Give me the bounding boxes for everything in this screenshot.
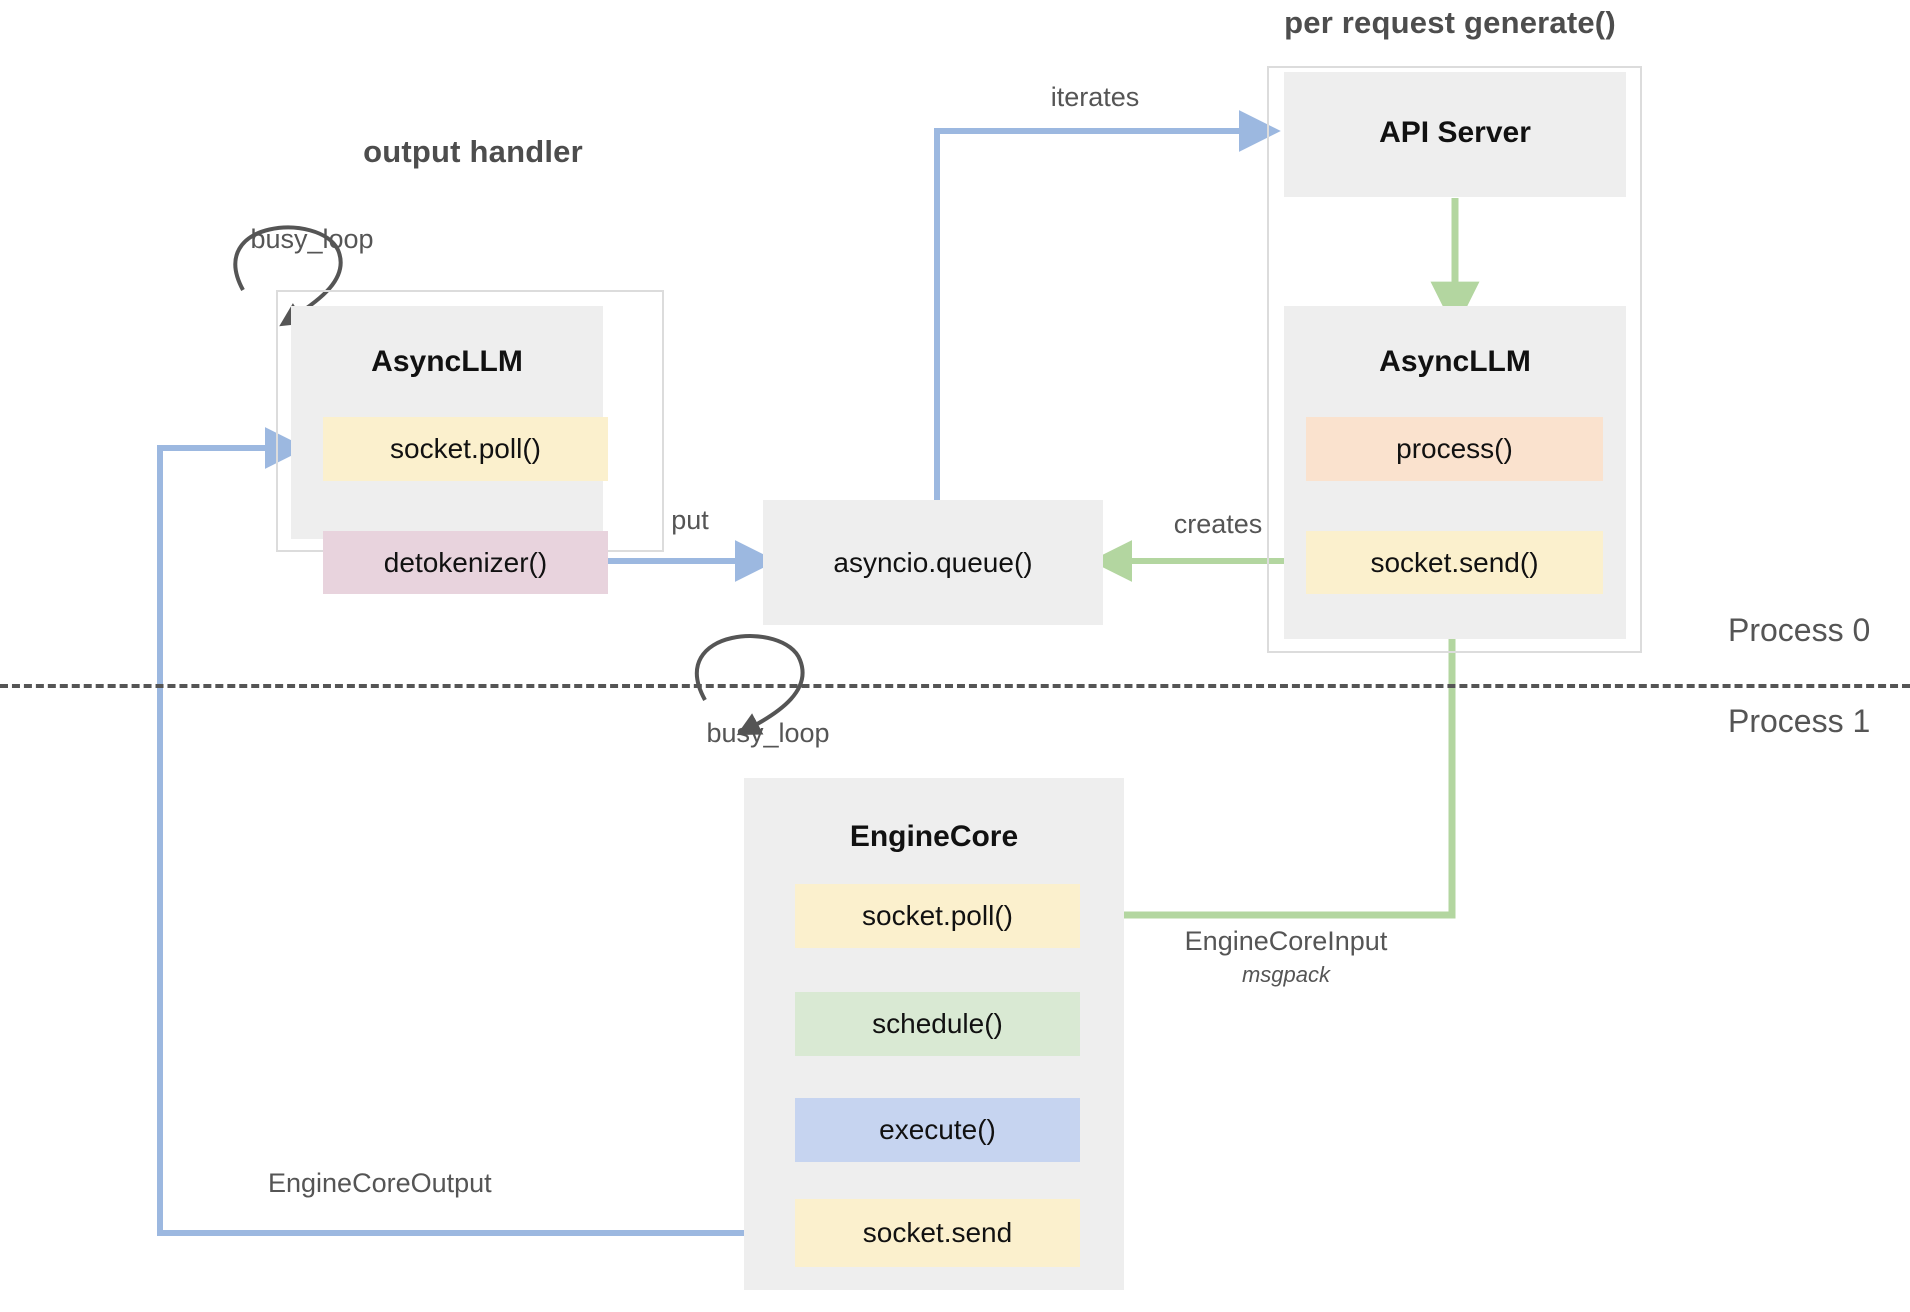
busy-loop-arrow-bottom	[694, 634, 805, 736]
chip-label: schedule()	[872, 1008, 1003, 1039]
api-server-title: API Server	[1379, 116, 1531, 149]
heading-output-handler: output handler	[363, 134, 583, 169]
chip-label: socket.send()	[1370, 546, 1539, 578]
chip-label: detokenizer()	[383, 546, 548, 578]
chip-socket-send-engine-core[interactable]: socket.send	[795, 1199, 1080, 1267]
label-busy-loop-bottom: busy_loop	[706, 718, 830, 748]
chip-socket-send-api[interactable]: socket.send()	[1306, 531, 1603, 594]
label-creates: creates	[1173, 509, 1263, 539]
chip-process[interactable]: process()	[1306, 417, 1603, 481]
chip-schedule[interactable]: schedule()	[795, 992, 1080, 1056]
chip-label: execute()	[879, 1114, 996, 1145]
chip-label: socket.send	[862, 1217, 1013, 1248]
engine-core-title: EngineCore	[849, 820, 1019, 853]
process-divider	[0, 684, 1910, 688]
label-engine-core-input: EngineCoreInput	[1184, 926, 1388, 956]
process-label-0: Process 0	[1728, 612, 1871, 648]
per-request-asyncllm-title: AsyncLLM	[1379, 345, 1531, 378]
output-handler-asyncllm-title: AsyncLLM	[371, 345, 523, 378]
label-put: put	[671, 505, 709, 535]
chip-label: process()	[1396, 433, 1513, 464]
chip-execute[interactable]: execute()	[795, 1098, 1080, 1162]
label-iterates: iterates	[1050, 82, 1140, 112]
label-busy-loop-top: busy_loop	[250, 224, 374, 254]
label-engine-core-output: EngineCoreOutput	[268, 1168, 492, 1198]
iterates-arrow	[934, 110, 1281, 500]
api-server-box[interactable]: API Server	[1284, 72, 1626, 197]
process-label-1: Process 1	[1728, 703, 1871, 739]
label-engine-core-input-msgpack: msgpack	[1241, 962, 1331, 987]
per-request-frame	[1267, 66, 1642, 653]
chip-label: socket.poll()	[390, 433, 541, 464]
chip-socket-poll-engine-core[interactable]: socket.poll()	[795, 884, 1080, 948]
chip-detokenizer[interactable]: detokenizer()	[323, 531, 608, 594]
asyncio-queue-label: asyncio.queue()	[833, 546, 1033, 578]
heading-per-request-generate: per request generate()	[1284, 5, 1616, 40]
chip-label: socket.poll()	[862, 900, 1013, 931]
chip-socket-poll-output-handler[interactable]: socket.poll()	[323, 417, 608, 481]
asyncio-queue-node[interactable]: asyncio.queue()	[763, 500, 1103, 625]
